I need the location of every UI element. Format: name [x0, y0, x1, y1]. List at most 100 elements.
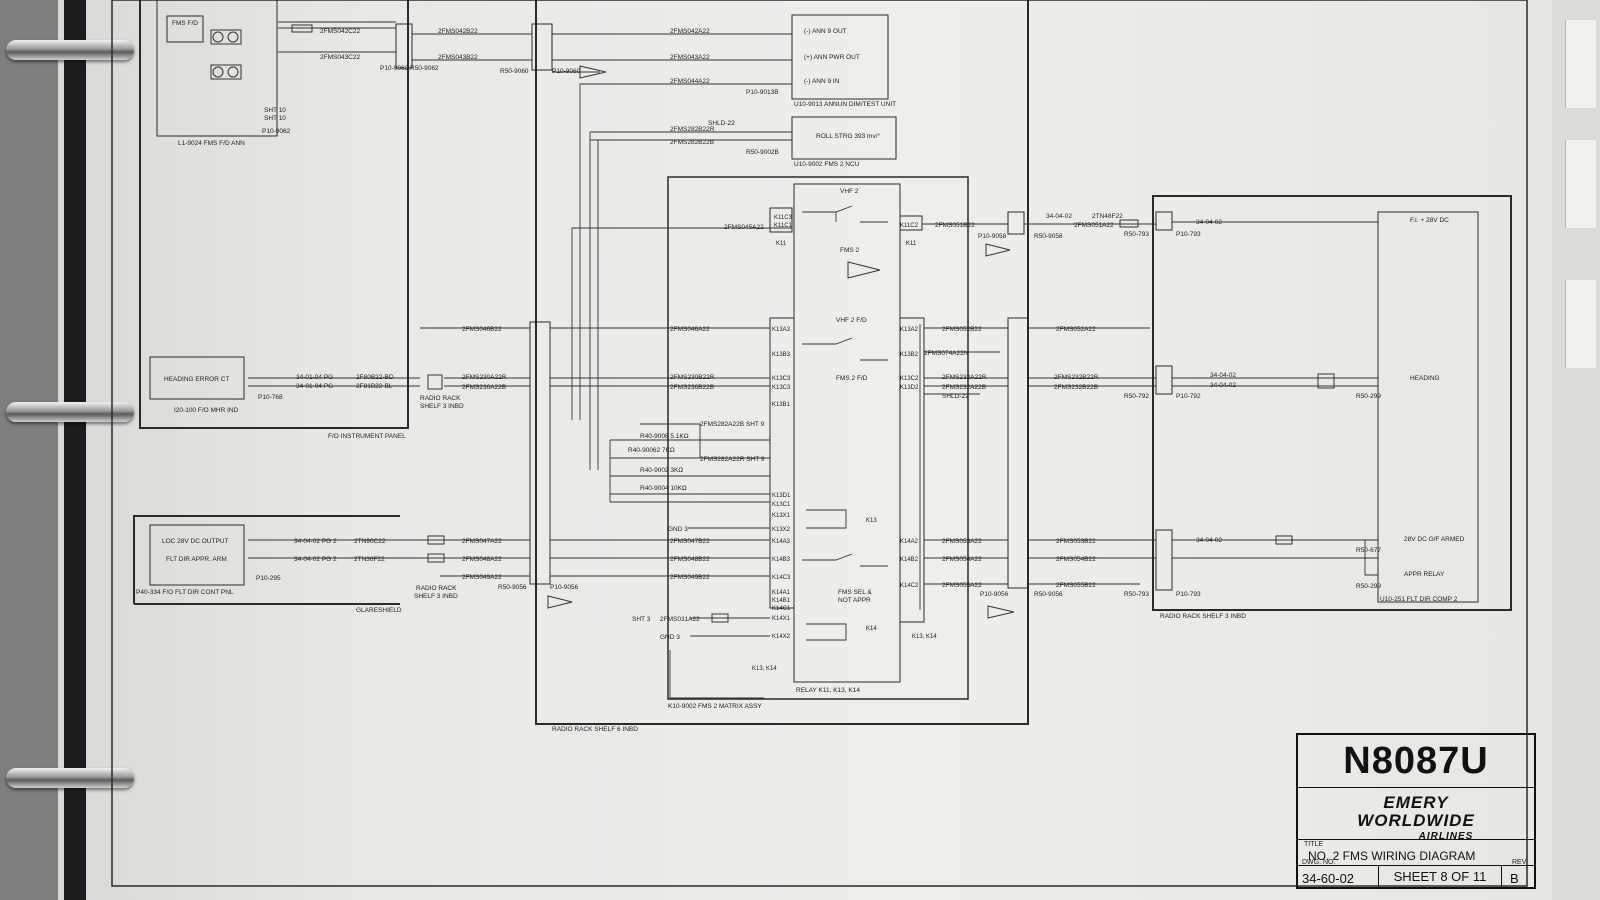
not-appr-label: NOT APPR — [838, 597, 871, 604]
wire-w13: 2TN48F22 — [1092, 213, 1123, 220]
pin-p9: K13D1 — [772, 493, 791, 499]
title-block: N8087U EMERY WORLDWIDE AIRLINES TITLE NO… — [1296, 733, 1536, 889]
pin-p25: K13D2 — [900, 385, 919, 391]
heading-box-label: HEADING ERROR CT — [164, 376, 229, 383]
loc-box-1: LOC 28V DC OUTPUT — [162, 538, 228, 545]
wire-w16: 2FMS052B22 — [942, 326, 982, 333]
pin-p12: K13X2 — [772, 527, 791, 533]
fmsfd-box — [156, 0, 278, 137]
loc-conn: P10-295 — [256, 575, 281, 582]
fo-panel-outline — [139, 0, 409, 429]
logo-line1: EMERY — [1383, 793, 1449, 812]
fms2-label: FMS 2 — [840, 247, 860, 254]
wire-w43: 2FMS031A22 — [660, 616, 700, 623]
wire-w1: 2FMS042C22 — [320, 28, 360, 35]
wire-w34: 2FMS047B22 — [670, 538, 710, 545]
pin-p19: K14X1 — [772, 616, 791, 622]
dwg-label: DWG. NO. — [1302, 859, 1336, 866]
wire-w25: 2FMS232B22R — [1054, 374, 1099, 381]
conn-c5: P10-9013B — [746, 89, 779, 96]
sheet-number: SHEET 8 OF 11 — [1378, 866, 1502, 888]
radio-rack-6-label: RADIO RACK SHELF 6 INBD — [552, 726, 638, 733]
conn-c16b: P10-9056 — [980, 591, 1009, 598]
pin-p30: K14 — [866, 626, 877, 632]
pin-p18: K14C1 — [772, 606, 791, 612]
ncu-label: ROLL STRG 393 mv/° — [816, 132, 881, 140]
ncu-caption: U10-9002 FMS 2 NCU — [794, 161, 860, 168]
fdc-4: APPR RELAY — [1404, 571, 1445, 578]
pin-p31: K13, K14 — [912, 634, 937, 640]
pin-p3b: K11 — [906, 241, 917, 247]
wire-w28: 2F81B22-BL — [356, 383, 393, 390]
pin-p15: K14C3 — [772, 575, 791, 581]
res3: R40-9002 3KΩ — [640, 467, 683, 474]
relay-box — [793, 183, 901, 683]
vhf2fd-label: VHF 2 F/D — [836, 317, 867, 324]
fdc-3: 28V DC G/F ARMED — [1404, 536, 1465, 543]
pin-p2: K11C1 — [774, 223, 793, 229]
matrix-assy-outline — [667, 176, 969, 700]
wire-w5: 2FMS042A22 — [670, 28, 710, 35]
conn-c6: R50-9002B — [746, 149, 779, 156]
wire-w40: 2FMS053B22 — [1056, 538, 1096, 545]
pin-p8: K13B1 — [772, 402, 791, 408]
pin-p29: K13 — [866, 518, 877, 524]
wire-w15: 2FMS046A22 — [670, 326, 710, 333]
fmsfd-label: FMS F/D — [172, 20, 198, 27]
wire-w23: 2FMS232A22R — [942, 374, 987, 381]
radio-rack-3c: SHELF 3 INBD — [420, 403, 464, 410]
fms-sel-label: FMS SEL & — [838, 589, 872, 596]
ref-r5: 34-04-02 — [1046, 213, 1072, 220]
conn-c11: R50-792 — [1124, 393, 1149, 400]
wire-w7: 2FMS044A22 — [670, 78, 710, 85]
page-tab — [1565, 140, 1596, 228]
drawing-title: NO. 2 FMS WIRING DIAGRAM — [1308, 849, 1476, 863]
registration: N8087U — [1298, 735, 1534, 788]
res2: R40-90062 7KΩ — [628, 447, 675, 454]
wire-w26: 2FMS232B22B — [1054, 384, 1098, 391]
radio-rack-3-inbd: RADIO RACK SHELF 3 INBD — [1160, 613, 1246, 620]
page-tab — [1565, 20, 1596, 108]
flt-dir-comp-rack — [1152, 195, 1512, 611]
radio-rack-3-label: RADIO RACK — [416, 585, 457, 592]
pin-p14: K14B3 — [772, 557, 791, 563]
wire-w19: 2FMS230A22R — [462, 374, 507, 381]
binder-ring-bottom — [6, 768, 134, 788]
flt-dir-comp-box — [1377, 211, 1479, 603]
dwg-number: 34-60-02 — [1302, 871, 1355, 886]
annun-box — [791, 14, 889, 100]
relay-caption: RELAY K11, K13, K14 — [796, 687, 860, 694]
pin-p23: K13B2 — [900, 352, 919, 358]
res4: R40-9004 10KΩ — [640, 485, 687, 492]
conn-c15b: R50-9056 — [1034, 591, 1063, 598]
matrix-caption: K10-9002 FMS 2 MATRIX ASSY — [668, 703, 762, 710]
wire-w29: 2TN90C22 — [354, 538, 386, 545]
pin-p21: K11C2 — [900, 223, 919, 229]
wire-w9: 2FMS282B22B — [670, 139, 714, 146]
wire-w30: 2TN36F22 — [354, 556, 385, 563]
wire-w44: 2FMS282A22B SHT 9 — [700, 421, 765, 428]
binder-page — [58, 0, 1600, 900]
pin-p17: K14B1 — [772, 598, 791, 604]
pin-p20: K14X2 — [772, 634, 791, 640]
wire-w32: 2FMS048A22 — [462, 556, 502, 563]
conn-c15: R50-9056 — [498, 584, 527, 591]
loc-box-2: FLT DIR APPR. ARM — [166, 556, 227, 563]
annun-2: (+) ANN PWR OUT — [804, 54, 860, 61]
pin-p13: K14A3 — [772, 539, 791, 545]
ref-r7: 34-04-02 — [1210, 372, 1236, 379]
pin-p24: K13C2 — [900, 376, 919, 382]
conn-c14: R50-677 — [1356, 547, 1381, 554]
wire-w24: 2FMS232A22B — [942, 384, 986, 391]
sht3: SHT 3 — [632, 616, 651, 623]
pin-p1: K11C3 — [774, 215, 793, 221]
pin-p5: K13B3 — [772, 352, 791, 358]
loc-output-box — [149, 524, 245, 586]
fdc-2: HEADING — [1410, 375, 1440, 382]
rev-label: REV — [1512, 859, 1527, 866]
wire-w35: 2FMS048B22 — [670, 556, 710, 563]
pin-p11: K13X1 — [772, 513, 791, 519]
conn-c2: R50-9062 — [410, 65, 439, 72]
wire-w14: 2FMS046B22 — [462, 326, 502, 333]
